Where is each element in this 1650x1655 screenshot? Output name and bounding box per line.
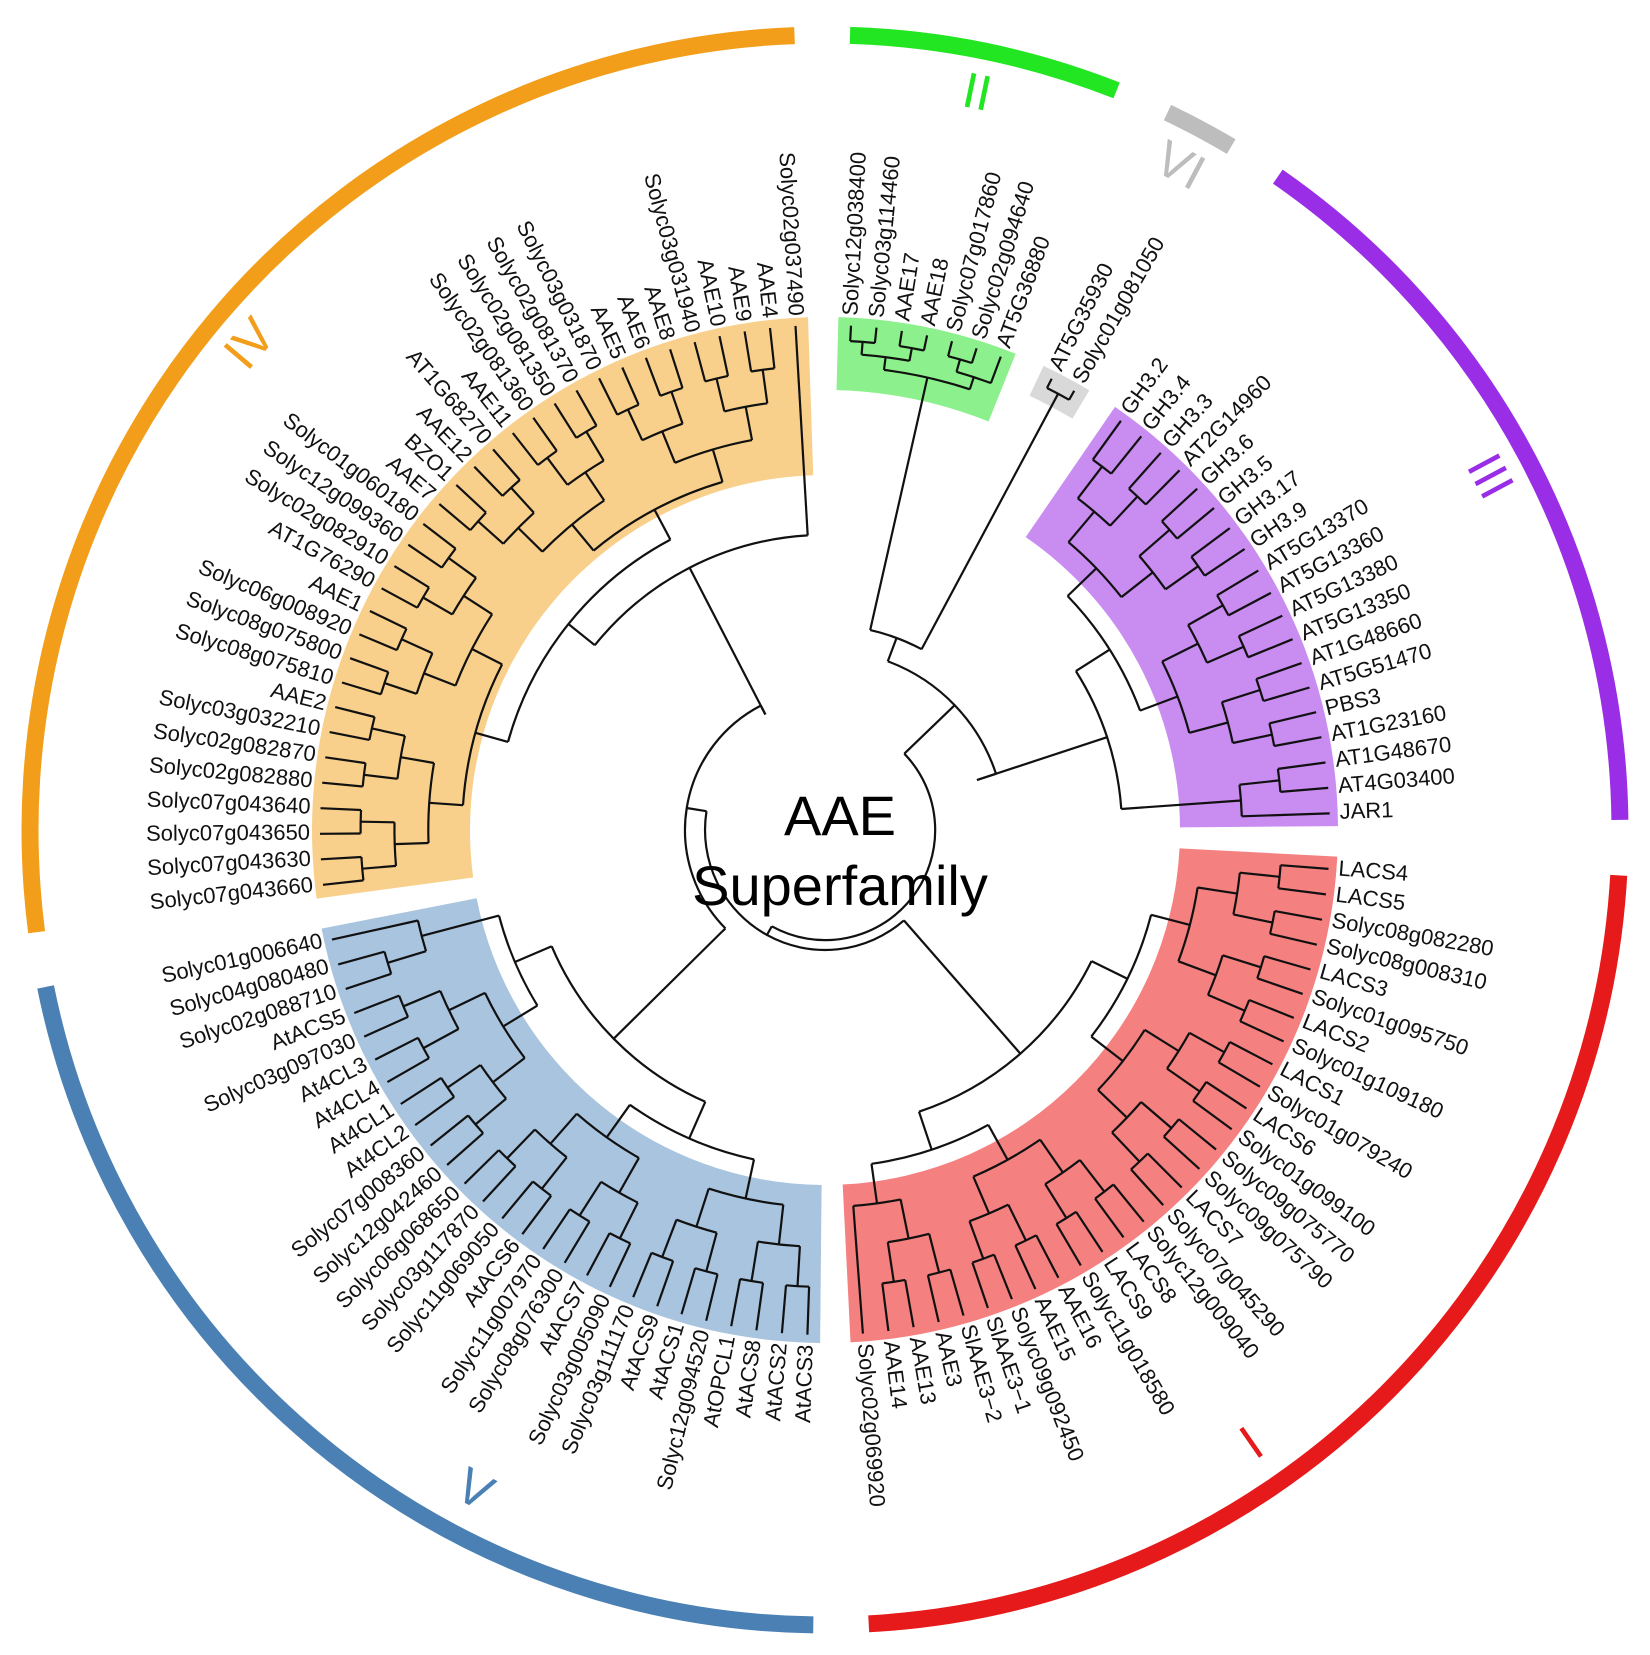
clade-label-ii: II <box>958 62 997 122</box>
branch <box>767 926 772 935</box>
clade-sector-i <box>843 848 1338 1342</box>
branch <box>922 640 927 649</box>
branch <box>761 706 766 715</box>
branch <box>395 843 429 844</box>
branch <box>888 638 897 661</box>
clade-sector-iv <box>312 317 813 898</box>
clade-label-i: I <box>1230 1416 1273 1470</box>
branch <box>872 378 927 621</box>
clade-label-v: V <box>447 1456 503 1521</box>
branch <box>870 620 872 630</box>
leaf-label: JAR1 <box>1339 797 1394 824</box>
leaf-label: Solyc07g043650 <box>146 820 310 846</box>
leaf-label: Solyc07g043640 <box>146 786 311 818</box>
branch <box>919 1112 932 1150</box>
branch <box>614 932 722 1039</box>
leaf-label: AAE4 <box>752 261 783 320</box>
branch <box>568 624 594 645</box>
branch <box>1092 961 1128 979</box>
branch <box>515 946 552 962</box>
branch <box>850 326 851 341</box>
leaf-label: AtACS3 <box>790 1344 818 1423</box>
branch <box>361 822 395 823</box>
branch <box>687 808 707 811</box>
center-title-line2: Superfamily <box>692 854 988 917</box>
branch <box>904 705 954 754</box>
leaf-label: AtACS2 <box>760 1342 792 1422</box>
center-title-line1: AAE <box>784 784 896 847</box>
branch <box>926 394 1058 641</box>
clade-label-iii: III <box>1456 445 1525 508</box>
branch <box>862 342 863 355</box>
branch <box>904 920 930 950</box>
branch <box>690 568 766 715</box>
branch <box>1076 650 1110 672</box>
leaf-label: LACS4 <box>1338 856 1409 886</box>
branch <box>930 951 1020 1054</box>
branch <box>689 1102 705 1139</box>
branch <box>977 774 996 780</box>
